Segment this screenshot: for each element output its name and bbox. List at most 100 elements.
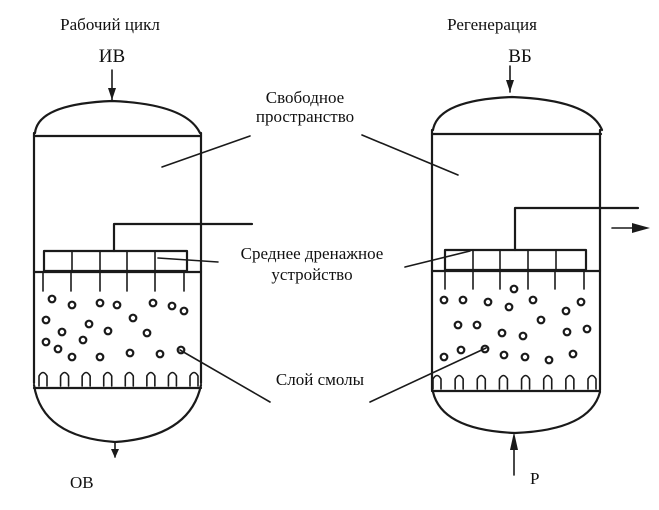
callout-drain-line1: Среднее дренажное	[241, 244, 384, 263]
resin-bead	[582, 324, 592, 334]
distributor-cap	[102, 371, 113, 387]
leader-free-space-left	[161, 135, 251, 168]
left-outlet-arrowhead	[111, 449, 119, 458]
right-drain-box	[443, 248, 588, 272]
right-resin-beads	[439, 284, 592, 365]
distributor-cap	[189, 371, 199, 387]
left-top-dome	[33, 99, 202, 135]
resin-bead	[47, 294, 57, 304]
right-top-dome	[431, 95, 604, 132]
callout-free-space-line2: пространство	[256, 107, 354, 126]
callout-resin-layer: Слой смолы	[179, 347, 487, 403]
left-title: Рабочий цикл	[60, 15, 160, 34]
resin-bead	[528, 295, 538, 305]
resin-bead	[561, 306, 571, 316]
resin-bead	[148, 298, 158, 308]
distributor-cap	[167, 371, 178, 387]
callout-drain-line2: устройство	[271, 265, 352, 284]
resin-bead	[439, 352, 449, 362]
resin-bead	[562, 327, 572, 337]
distributor-cap	[454, 374, 464, 390]
resin-bead	[480, 344, 490, 354]
callout-drain: Среднее дренажное устройство	[157, 244, 471, 284]
distributor-cap	[520, 374, 531, 390]
right-title: Регенерация	[447, 15, 537, 34]
resin-bead	[103, 326, 113, 336]
resin-bead	[57, 327, 67, 337]
right-inlet-label: ВБ	[508, 46, 532, 67]
resin-bead	[576, 297, 586, 307]
left-inlet-arrowhead	[108, 88, 116, 100]
callout-resin-layer-text: Слой смолы	[276, 370, 365, 389]
leader-drain-left	[157, 257, 219, 263]
left-bottom-dome	[32, 383, 203, 444]
resin-bead	[499, 350, 509, 360]
distributor-cap	[498, 374, 509, 390]
distributor-cap	[476, 374, 487, 390]
left-drain-header-pipe	[112, 222, 254, 253]
resin-bead	[142, 328, 152, 338]
resin-bead	[453, 320, 463, 330]
resin-bead	[518, 331, 528, 341]
right-bottom-inlet-arrowhead	[510, 432, 518, 450]
resin-bead	[509, 284, 519, 294]
resin-bead	[41, 337, 51, 347]
left-outlet-label: ОВ	[70, 473, 94, 492]
right-bottom-inlet-label: Р	[530, 469, 539, 488]
resin-bead	[568, 349, 578, 359]
resin-bead	[456, 345, 466, 355]
callout-free-space: Свободное пространство	[161, 88, 459, 176]
distributor-cap	[565, 374, 575, 390]
resin-bead	[544, 355, 554, 365]
distributor-cap	[124, 371, 135, 387]
right-bottom-distributor-caps	[432, 374, 597, 390]
resin-bead	[504, 302, 514, 312]
left-bottom-distributor-caps	[38, 371, 199, 387]
distributor-cap	[432, 374, 442, 390]
resin-bead	[179, 306, 189, 316]
resin-bead	[128, 313, 138, 323]
resin-bead	[95, 352, 105, 362]
distributor-cap	[59, 371, 70, 387]
distributor-cap	[81, 371, 91, 387]
callout-free-space-line1: Свободное	[266, 88, 344, 107]
left-drain-box	[42, 249, 189, 273]
leader-resin-left	[179, 349, 271, 403]
resin-bead	[458, 295, 468, 305]
leader-resin-right	[369, 347, 487, 403]
distributor-cap	[542, 374, 553, 390]
resin-bead	[67, 300, 77, 310]
resin-bead	[95, 298, 105, 308]
right-drain-outflow-arrowhead	[632, 223, 650, 233]
distributor-cap	[587, 374, 597, 390]
resin-bead	[125, 348, 135, 358]
left-drain-nozzles	[42, 271, 185, 292]
left-resin-beads	[41, 294, 189, 362]
resin-bead	[84, 319, 94, 329]
distributor-cap	[146, 371, 156, 387]
resin-bead	[439, 295, 449, 305]
left-drain-dividers	[71, 250, 156, 272]
resin-bead	[176, 345, 186, 355]
resin-bead	[155, 349, 165, 359]
resin-bead	[112, 300, 122, 310]
resin-bead	[78, 335, 88, 345]
resin-bead	[483, 297, 493, 307]
leader-drain-right	[404, 250, 471, 268]
resin-bead	[536, 315, 546, 325]
right-drain-dividers	[472, 249, 557, 271]
resin-bead	[520, 352, 530, 362]
right-inlet-arrowhead	[506, 80, 514, 92]
left-vessel: Рабочий цикл ИВ	[32, 15, 254, 492]
right-drain-nozzles	[444, 270, 585, 290]
right-bottom-dome	[431, 390, 602, 435]
leader-free-space-right	[361, 134, 459, 176]
left-inlet-label: ИВ	[99, 46, 125, 67]
resin-bead	[497, 328, 507, 338]
right-drain-header-pipe	[513, 206, 640, 252]
distributor-cap	[38, 371, 48, 387]
resin-bead	[167, 301, 177, 311]
resin-bead	[67, 352, 77, 362]
resin-bead	[53, 344, 63, 354]
